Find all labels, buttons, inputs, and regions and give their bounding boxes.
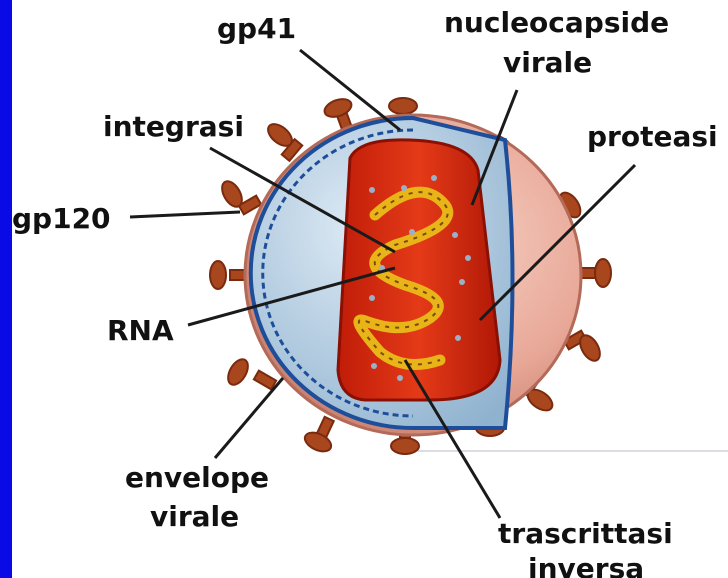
spike: [264, 120, 302, 161]
label-envelope-line1: envelope: [125, 461, 269, 494]
label-gp41: gp41: [217, 12, 296, 45]
label-proteasi: proteasi: [587, 120, 718, 153]
label-integrasi: integrasi: [103, 110, 244, 143]
spike: [302, 417, 334, 455]
leader-gp120: [130, 212, 240, 217]
label-trascrittasi-line1: trascrittasi: [498, 517, 673, 550]
leader-gp41: [300, 50, 400, 130]
label-trascrittasi-line2: inversa: [528, 552, 644, 578]
diagram-canvas: gp41 nucleocapside virale integrasi prot…: [12, 0, 728, 578]
label-nucleocapside-line1: nucleocapside: [444, 6, 669, 39]
label-gp120: gp120: [12, 202, 111, 235]
spike: [578, 259, 611, 287]
spike: [224, 356, 276, 389]
leader-envelope: [215, 378, 283, 458]
hiv-virion-diagram: gp41 nucleocapside virale integrasi prot…: [12, 0, 728, 578]
spike: [218, 178, 261, 214]
label-rna: RNA: [107, 314, 174, 347]
label-envelope-line2: virale: [150, 500, 239, 533]
label-nucleocapside-line2: virale: [503, 46, 592, 79]
